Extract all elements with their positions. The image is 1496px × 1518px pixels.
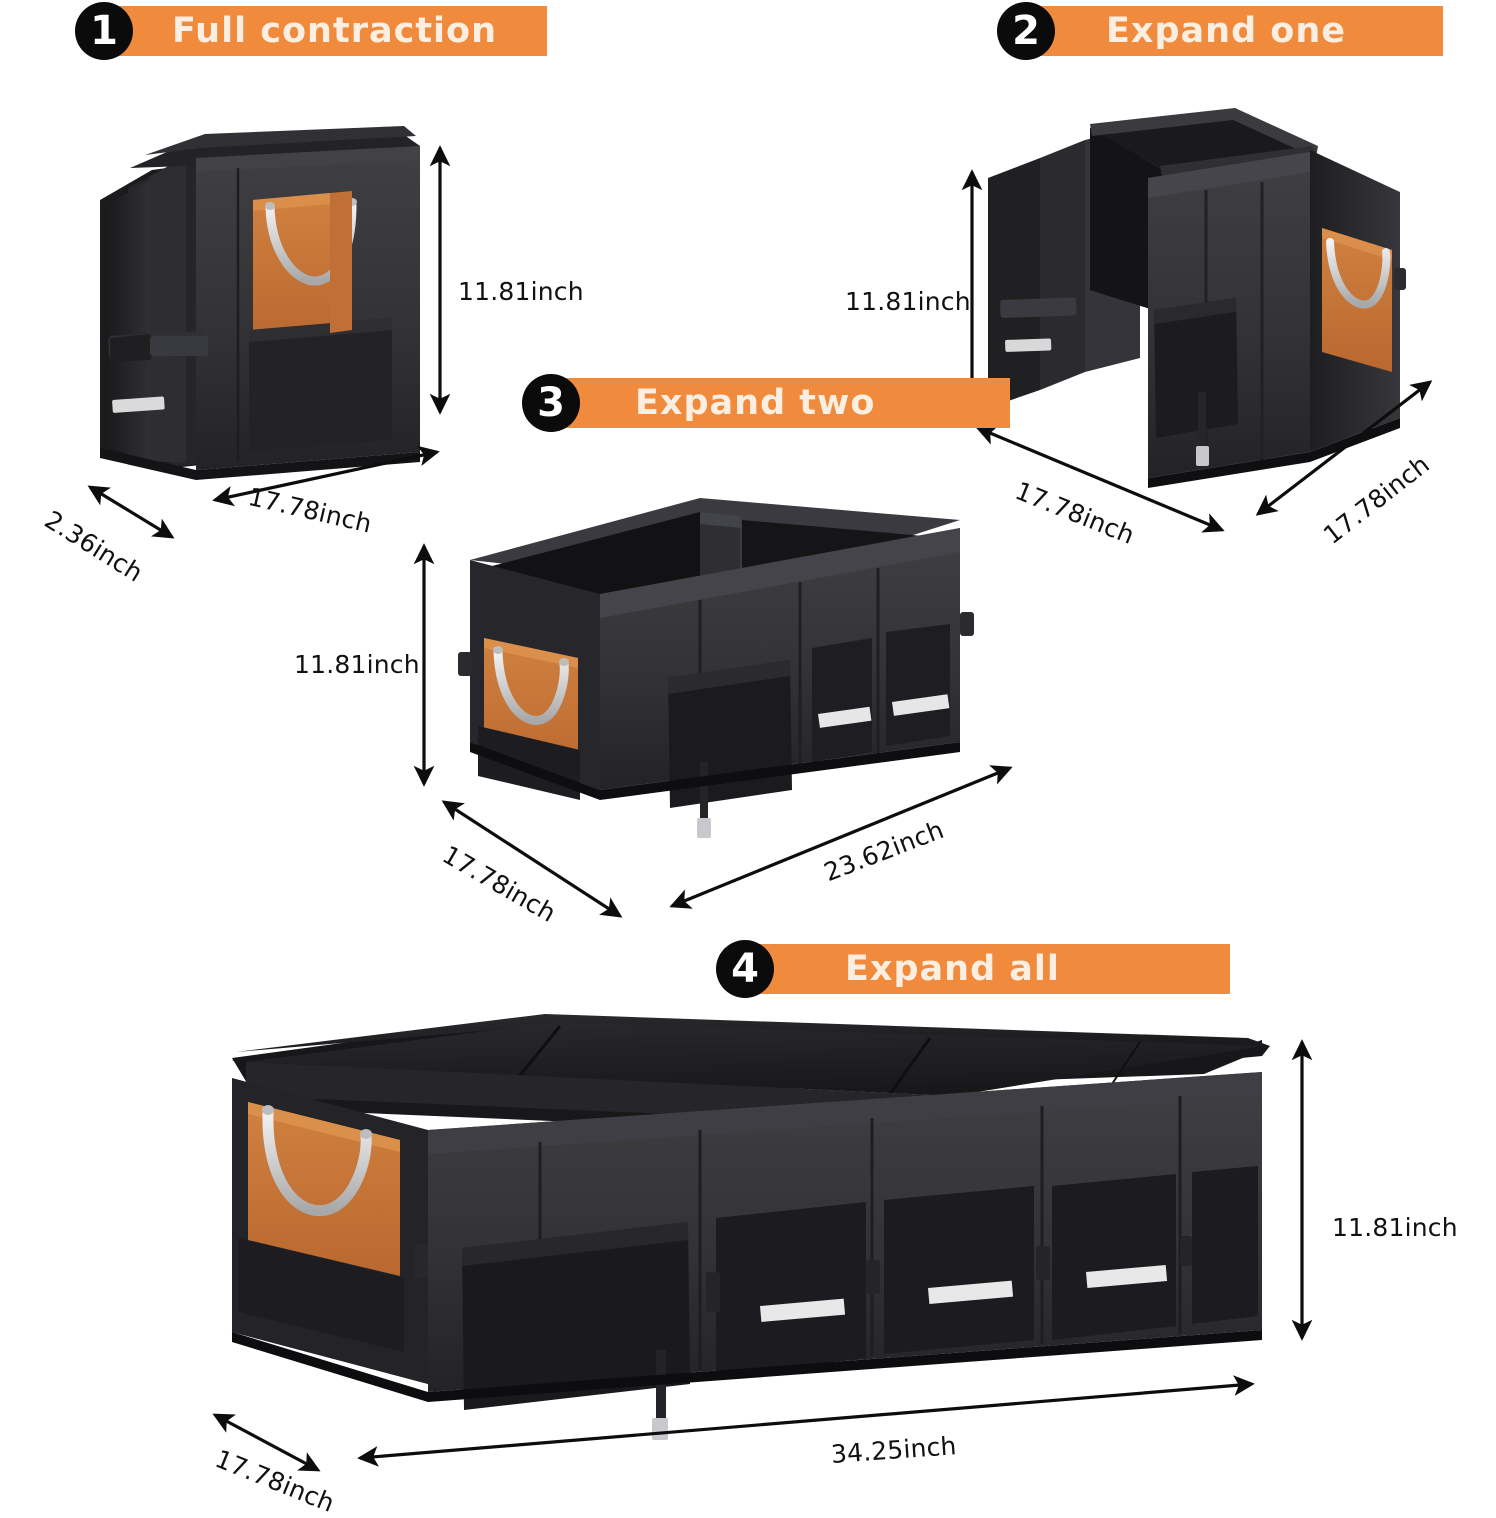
product-image-expand-all (232, 1014, 1270, 1440)
section-badge-1: 1 (75, 2, 133, 60)
section-label-1: Full contraction (172, 11, 498, 51)
section-label-2: Expand one (1106, 11, 1347, 51)
dim-arrow-p4-depth (212, 1413, 321, 1472)
product-image-folded (100, 126, 420, 480)
dim-arrow-p1-width (212, 445, 440, 507)
section-banner-4: Expand all (740, 944, 1230, 994)
section-banner-2: Expand one (1018, 6, 1443, 56)
section-badge-4: 4 (716, 940, 774, 998)
section-label-4: Expand all (845, 949, 1060, 989)
dim-arrow-p3-width (669, 765, 1013, 909)
section-badge-2: 2 (997, 2, 1055, 60)
section-number-4: 4 (731, 946, 759, 992)
section-banner-3: Expand two (545, 378, 1010, 428)
dim-arrow-p2-width (975, 425, 1225, 533)
dim-arrow-p3-depth (441, 800, 623, 918)
dim-label-p1-height: 11.81inch (458, 277, 584, 306)
section-banner-1: Full contraction (100, 6, 547, 56)
dim-arrow-p4-width (357, 1375, 1255, 1467)
dim-arrow-p1-depth (87, 485, 175, 539)
section-badge-3: 3 (522, 374, 580, 432)
dim-arrow-p2-depth (1255, 380, 1433, 516)
section-number-3: 3 (537, 380, 565, 426)
dim-label-p2-height: 11.81inch (845, 287, 971, 316)
section-number-2: 2 (1012, 8, 1040, 54)
section-number-1: 1 (90, 8, 118, 54)
section-label-3: Expand two (635, 383, 876, 423)
dim-label-p4-height: 11.81inch (1332, 1213, 1458, 1242)
product-image-expand-two (458, 498, 974, 838)
dim-label-p3-height: 11.81inch (294, 650, 420, 679)
